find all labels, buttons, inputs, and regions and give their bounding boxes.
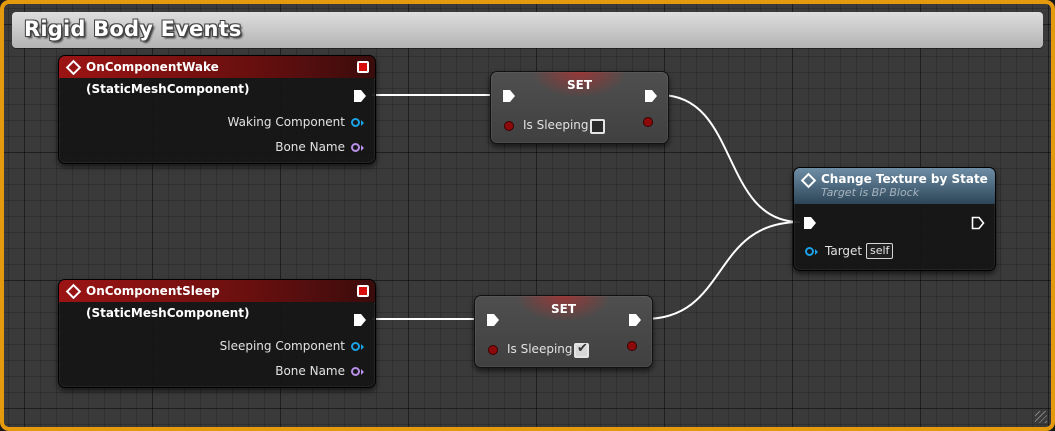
exec-pin-icon[interactable] (502, 89, 516, 103)
is-sleeping-label: Is Sleeping (507, 342, 573, 356)
pin-sleeping-component-label: Sleeping Component (219, 339, 345, 353)
name-pin-icon[interactable] (351, 367, 360, 376)
node-header[interactable]: OnComponentSleep (StaticMeshComponent) (59, 280, 375, 320)
object-pin-icon[interactable] (805, 247, 814, 256)
node-header[interactable]: OnComponentWake (StaticMeshComponent) (59, 56, 375, 96)
set-header-glow (515, 296, 612, 322)
pin-arrow-icon (361, 344, 364, 350)
node-title: SET (566, 78, 593, 92)
delegate-pin-icon[interactable] (357, 285, 369, 297)
pin-arrow-icon (361, 369, 364, 375)
event-diamond-icon (65, 59, 82, 76)
object-pin-icon[interactable] (351, 342, 360, 351)
node-change-texture-by-state[interactable]: Change Texture by State Target is BP Blo… (793, 167, 996, 271)
exec-pin-icon[interactable] (486, 313, 500, 327)
pin-arrow-icon (815, 249, 818, 255)
node-set-is-sleeping-top[interactable]: SET Is Sleeping (490, 71, 669, 144)
comment-title: Rigid Body Events (24, 17, 242, 41)
node-title: SET (550, 302, 577, 316)
pin-arrow-icon (361, 120, 364, 126)
exec-pin-icon[interactable] (644, 89, 658, 103)
exec-pin-icon[interactable] (353, 313, 367, 327)
node-subtitle: Target is BP Block (821, 186, 920, 199)
node-on-component-sleep[interactable]: OnComponentSleep (StaticMeshComponent) S… (58, 279, 376, 388)
bool-pin-icon[interactable] (643, 117, 653, 127)
node-title: Change Texture by State (821, 172, 988, 186)
event-diamond-icon (65, 283, 82, 300)
bool-pin-icon[interactable] (627, 341, 637, 351)
resize-grip-icon[interactable] (1035, 411, 1047, 423)
set-header-glow (531, 72, 628, 98)
function-diamond-icon (800, 172, 817, 189)
object-pin-icon[interactable] (351, 118, 360, 127)
is-sleeping-label: Is Sleeping (523, 118, 589, 132)
target-label: Target (825, 244, 863, 258)
comment-header[interactable]: Rigid Body Events (12, 12, 1043, 48)
node-on-component-wake[interactable]: OnComponentWake (StaticMeshComponent) Wa… (58, 55, 376, 164)
checkbox-icon[interactable]: ✔ (574, 341, 589, 358)
pin-bone-name-label: Bone Name (275, 364, 345, 378)
bool-pin-icon[interactable] (488, 345, 498, 355)
pin-bone-name-label: Bone Name (275, 140, 345, 154)
node-set-is-sleeping-bottom[interactable]: SET Is Sleeping ✔ (474, 295, 653, 368)
checkmark-icon: ✔ (577, 341, 588, 356)
node-title: OnComponentWake (StaticMeshComponent) (86, 60, 250, 96)
exec-pin-icon[interactable] (353, 89, 367, 103)
pin-arrow-icon (361, 145, 364, 151)
target-self-field[interactable]: self (866, 243, 894, 259)
bool-pin-icon[interactable] (504, 121, 514, 131)
exec-pin-icon[interactable] (628, 313, 642, 327)
exec-pin-icon[interactable] (971, 216, 985, 230)
node-title: OnComponentSleep (StaticMeshComponent) (86, 284, 250, 320)
pin-waking-component-label: Waking Component (227, 115, 345, 129)
delegate-pin-icon[interactable] (357, 61, 369, 73)
exec-pin-icon[interactable] (803, 216, 817, 230)
name-pin-icon[interactable] (351, 143, 360, 152)
checkbox-icon[interactable] (590, 119, 605, 134)
node-header[interactable]: Change Texture by State Target is BP Blo… (794, 168, 995, 204)
